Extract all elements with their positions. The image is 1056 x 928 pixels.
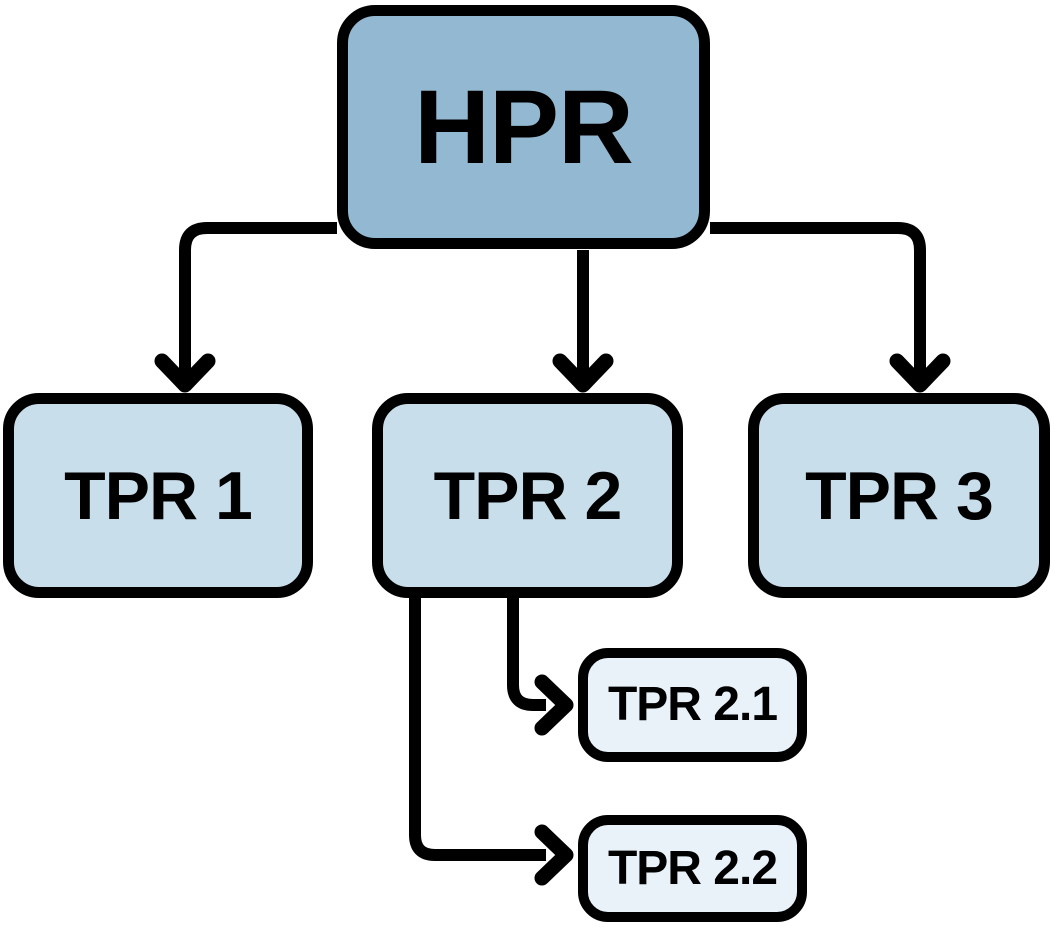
edge-tpr2-tpr22-arrowhead-icon: [534, 824, 574, 886]
edge-tpr2-tpr22: [409, 592, 546, 861]
node-tpr-3: TPR 3: [748, 393, 1050, 598]
edge-hpr-tpr3-arrowhead-icon: [889, 353, 951, 393]
edge-hpr-tpr1: [179, 222, 337, 374]
node-tpr-2: TPR 2: [372, 393, 683, 598]
node-tpr-3-label: TPR 3: [805, 457, 994, 534]
edge-tpr2-tpr21: [507, 592, 546, 711]
node-tpr-1: TPR 1: [3, 393, 313, 598]
node-tpr-2-2-label: TPR 2.2: [607, 841, 778, 895]
node-tpr-2-2: TPR 2.2: [578, 815, 807, 922]
node-tpr-2-1: TPR 2.1: [578, 648, 807, 762]
edge-hpr-tpr3: [710, 222, 926, 374]
node-hpr-label: HPR: [414, 68, 634, 186]
node-tpr-2-1-label: TPR 2.1: [607, 678, 778, 731]
edge-hpr-tpr1-arrowhead-icon: [154, 353, 216, 393]
edge-hpr-tpr2-arrowhead-icon: [552, 353, 614, 393]
node-tpr-2-label: TPR 2: [433, 457, 623, 534]
edge-tpr2-tpr21-arrowhead-icon: [534, 674, 574, 736]
node-hpr: HPR: [337, 5, 710, 249]
node-tpr-1-label: TPR 1: [64, 457, 253, 534]
